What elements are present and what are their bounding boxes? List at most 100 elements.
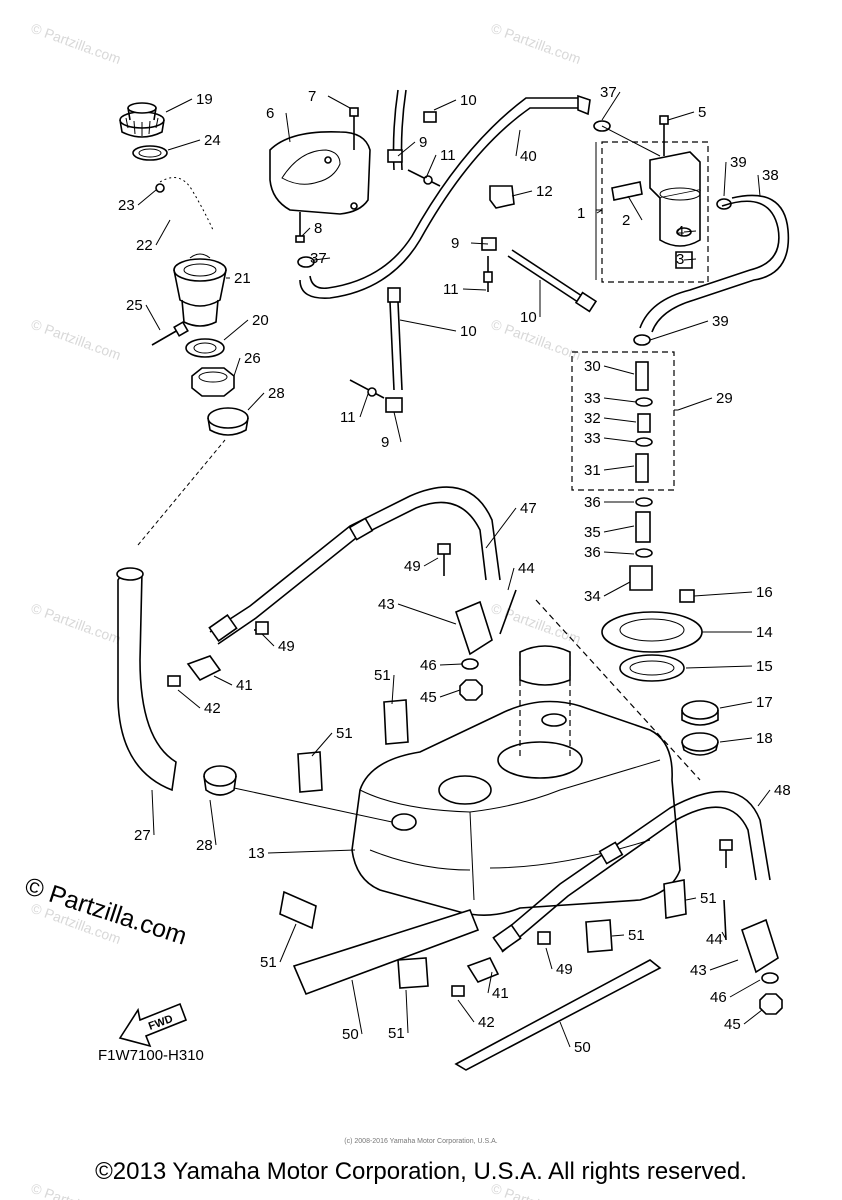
callout-leader-26 xyxy=(233,357,241,377)
callout-label-6: 6 xyxy=(266,105,274,122)
callout-leader-10 xyxy=(433,99,457,111)
callout-leader-9 xyxy=(393,411,402,443)
fwd-arrow-icon: FWD xyxy=(118,1002,188,1048)
callout-leader-27 xyxy=(151,789,155,836)
callout-leader-50 xyxy=(559,1021,571,1048)
diagram-code: F1W7100-H310 xyxy=(98,1047,204,1064)
callout-leader-38 xyxy=(757,174,761,197)
callout-leader-32 xyxy=(603,417,637,423)
callout-leader-45 xyxy=(439,689,461,698)
copyright-footer: ©2013 Yamaha Motor Corporation, U.S.A. A… xyxy=(95,1158,747,1185)
callout-label-11: 11 xyxy=(340,409,356,426)
callout-label-31: 31 xyxy=(584,462,601,479)
callout-label-49: 49 xyxy=(556,961,573,978)
callout-label-14: 14 xyxy=(756,624,773,641)
callout-label-22: 22 xyxy=(136,237,153,254)
callout-label-17: 17 xyxy=(756,694,773,711)
callout-leader-43 xyxy=(397,603,457,625)
callout-leader-5 xyxy=(667,111,695,121)
callout-label-29: 29 xyxy=(716,390,733,407)
callout-leader-49 xyxy=(423,557,439,567)
callout-label-51: 51 xyxy=(374,667,391,684)
callout-leader-41 xyxy=(487,971,493,994)
callout-label-15: 15 xyxy=(756,658,773,675)
callout-label-50: 50 xyxy=(342,1026,359,1043)
callout-label-39: 39 xyxy=(712,313,729,330)
callout-label-37: 37 xyxy=(310,250,327,267)
callout-leader-29 xyxy=(677,397,713,411)
callout-label-28: 28 xyxy=(268,385,285,402)
callout-leader-49 xyxy=(545,947,553,970)
callout-leader-36 xyxy=(603,551,635,555)
callout-label-33: 33 xyxy=(584,390,601,407)
callout-label-35: 35 xyxy=(584,524,601,541)
callout-label-48: 48 xyxy=(774,782,791,799)
callout-leader-31 xyxy=(603,465,635,471)
callout-leader-37 xyxy=(601,91,621,121)
callout-label-37: 37 xyxy=(600,84,617,101)
callout-label-10: 10 xyxy=(460,323,477,340)
callout-leader-12 xyxy=(511,190,533,197)
callout-leader-42 xyxy=(457,999,475,1023)
callout-leader-10 xyxy=(399,319,457,332)
callout-label-50: 50 xyxy=(574,1039,591,1056)
callout-leader-16 xyxy=(693,591,753,597)
callout-label-13: 13 xyxy=(248,845,265,862)
callout-label-36: 36 xyxy=(584,494,601,511)
callout-leader-46 xyxy=(729,979,761,998)
callout-label-36: 36 xyxy=(584,544,601,561)
small-copyright: (c) 2008-2016 Yamaha Motor Corporation, … xyxy=(344,1138,498,1145)
callout-leader-24 xyxy=(167,139,201,151)
callout-label-28: 28 xyxy=(196,837,213,854)
callout-leader-41 xyxy=(213,675,233,686)
callout-label-18: 18 xyxy=(756,730,773,747)
callout-leader-51 xyxy=(311,732,333,757)
callout-label-51: 51 xyxy=(336,725,353,742)
callout-label-19: 19 xyxy=(196,91,213,108)
callout-label-2: 2 xyxy=(622,212,630,229)
watermark-text: © Partzilla.com xyxy=(29,20,123,67)
callout-label-11: 11 xyxy=(440,147,456,164)
callout-leader-6 xyxy=(285,112,291,143)
callout-label-39: 39 xyxy=(730,154,747,171)
callout-leader-39 xyxy=(723,161,727,197)
callout-leader-4 xyxy=(683,230,697,233)
callout-leader-39 xyxy=(649,320,709,341)
callout-label-9: 9 xyxy=(381,434,389,451)
callout-leader-51 xyxy=(405,989,409,1034)
callout-leader-2 xyxy=(627,195,643,221)
callout-leader-51 xyxy=(391,674,395,705)
callout-leader-7 xyxy=(327,95,351,109)
callout-leader-22 xyxy=(155,219,171,246)
callout-label-26: 26 xyxy=(244,350,261,367)
callout-leader-44 xyxy=(507,567,515,591)
callout-leader-25 xyxy=(145,304,161,331)
callout-label-45: 45 xyxy=(420,689,437,706)
callout-label-49: 49 xyxy=(404,558,421,575)
callout-leader-45 xyxy=(743,1009,763,1025)
callout-label-33: 33 xyxy=(584,430,601,447)
filler-neck-drawing xyxy=(173,253,227,327)
callout-leader-49 xyxy=(261,633,275,647)
callout-leader-20 xyxy=(223,319,249,341)
callout-leader-46 xyxy=(439,663,463,666)
watermark-text: © Partzilla.com xyxy=(489,20,583,67)
callout-label-5: 5 xyxy=(698,104,706,121)
cover-drawing xyxy=(269,131,371,215)
callout-leader-37 xyxy=(313,257,331,261)
fuel-tank-drawing xyxy=(351,700,681,916)
callout-leader-51 xyxy=(611,934,625,937)
callout-leader-50 xyxy=(351,979,363,1035)
callout-leader-35 xyxy=(603,525,635,533)
callout-label-11: 11 xyxy=(443,281,459,298)
callout-label-38: 38 xyxy=(762,167,779,184)
callout-label-49: 49 xyxy=(278,638,295,655)
callout-label-3: 3 xyxy=(676,251,684,268)
callout-leader-48 xyxy=(757,789,771,807)
callout-leader-11 xyxy=(462,288,487,291)
callout-label-47: 47 xyxy=(520,500,537,517)
watermark-text: © Partzilla.com xyxy=(29,600,123,647)
callout-label-12: 12 xyxy=(536,183,553,200)
watermark-text: © Partzilla.com xyxy=(29,316,123,363)
callout-label-7: 7 xyxy=(308,88,316,105)
